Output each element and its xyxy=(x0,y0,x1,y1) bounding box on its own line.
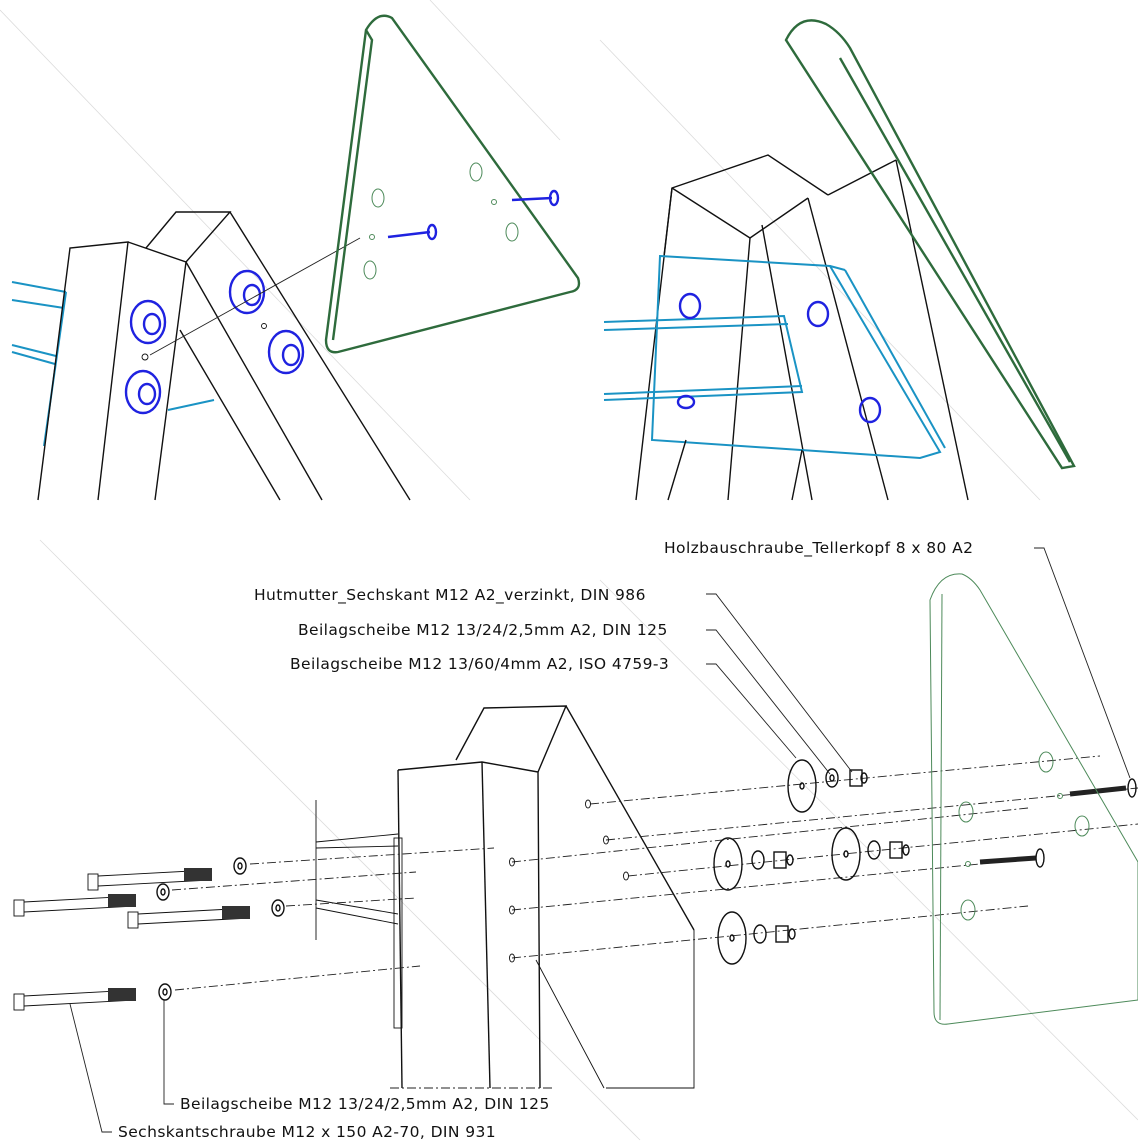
wood-screws-exploded xyxy=(979,778,1137,868)
hex-bolts xyxy=(13,868,251,1011)
triangle-plate-right xyxy=(784,19,1076,470)
exploded-post xyxy=(390,705,695,1089)
view-exploded: Holzbauschraube_Tellerkopf 8 x 80 A2 Hut… xyxy=(13,539,1138,1141)
large-washers-and-cap-nuts xyxy=(713,759,910,965)
label-beilagscheibe-small-bottom: Beilagscheibe M12 13/24/2,5mm A2, DIN 12… xyxy=(180,1095,550,1113)
post-right xyxy=(635,154,969,501)
small-washers-left xyxy=(156,857,285,1001)
fastener-nuts-left xyxy=(124,269,305,415)
label-sechskantschraube: Sechskantschraube M12 x 150 A2-70, DIN 9… xyxy=(118,1123,496,1141)
assembly-axes xyxy=(171,755,1138,991)
leader-lines xyxy=(69,547,1131,1133)
view-top-left xyxy=(11,14,581,501)
triangle-plate-left xyxy=(324,14,581,354)
label-tellerkopf-screw: Holzbauschraube_Tellerkopf 8 x 80 A2 xyxy=(664,539,973,558)
triangle-plate-exploded xyxy=(929,573,1138,1025)
wood-screws-left xyxy=(387,189,560,241)
view-top-right xyxy=(603,19,1076,501)
hex-bolt xyxy=(87,868,212,891)
exploded-rail xyxy=(315,800,403,1029)
label-beilagscheibe-small-top: Beilagscheibe M12 13/24/2,5mm A2, DIN 12… xyxy=(298,621,668,639)
rail-bracket-right xyxy=(603,254,946,460)
label-beilagscheibe-large: Beilagscheibe M12 13/60/4mm A2, ISO 4759… xyxy=(290,655,669,673)
hex-bolt xyxy=(127,906,251,929)
post-holes xyxy=(509,799,629,963)
rail-bracket-left xyxy=(11,281,215,447)
hex-bolt xyxy=(13,988,137,1011)
post-left xyxy=(37,211,411,501)
label-hutmutter: Hutmutter_Sechskant M12 A2_verzinkt, DIN… xyxy=(254,586,646,605)
hex-bolt xyxy=(13,894,137,917)
